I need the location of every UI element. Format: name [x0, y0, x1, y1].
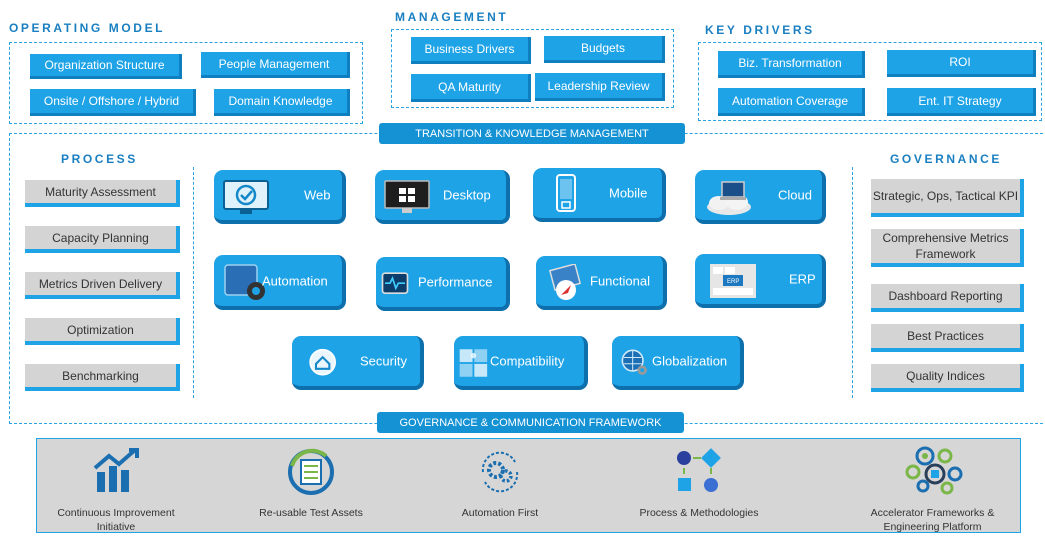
metrics-driven-delivery-box: Metrics Driven Delivery — [25, 272, 180, 299]
reusable-test-assets-label: Re-usable Test Assets — [259, 507, 363, 519]
erp-label: ERP — [789, 271, 816, 287]
cloud-tile: Cloud — [695, 170, 826, 224]
process-methodologies-item: Process & Methodologies — [620, 438, 778, 533]
automation-gear-icon — [224, 264, 265, 300]
accelerator-frameworks-label: Accelerator Frameworks & Engineering Pla… — [870, 507, 995, 533]
roi-box: ROI — [887, 50, 1036, 77]
transition-banner: TRANSITION & KNOWLEDGE MANAGEMENT — [379, 123, 685, 144]
process-title: PROCESS — [61, 152, 138, 166]
budgets-box: Budgets — [544, 36, 665, 63]
mobile-tile: Mobile — [533, 168, 666, 222]
bottom-strip — [36, 438, 1021, 533]
growth-chart-icon — [93, 448, 139, 492]
web-label: Web — [304, 187, 331, 203]
globalization-label: Globalization — [652, 353, 728, 369]
puzzle-pieces-icon — [459, 349, 488, 377]
continuous-improvement-label: Continuous Improvement Initiative — [57, 507, 175, 533]
automation-first-item: Automation First — [425, 438, 575, 533]
security-shield-icon — [309, 348, 336, 376]
compatibility-tile: Compatibility — [454, 336, 588, 390]
management-title: MANAGEMENT — [395, 10, 509, 24]
quality-indices-box: Quality Indices — [871, 364, 1024, 392]
erp-tile: ERP ERP — [695, 254, 826, 308]
governance-divider — [852, 167, 853, 398]
desktop-monitor-icon — [384, 180, 430, 213]
automation-first-label: Automation First — [461, 507, 539, 519]
process-methodologies-label: Process & Methodologies — [639, 507, 759, 519]
automation-coverage-box: Automation Coverage — [718, 88, 865, 116]
functional-tile: Functional — [536, 256, 667, 310]
gear-network-icon — [905, 446, 962, 495]
reuse-checklist-icon — [288, 448, 334, 495]
globalization-tile: Globalization — [612, 336, 744, 390]
security-label: Security — [360, 353, 407, 369]
optimization-box: Optimization — [25, 318, 180, 345]
capacity-planning-box: Capacity Planning — [25, 226, 180, 253]
web-tile: Web — [214, 170, 346, 224]
mobile-label: Mobile — [609, 185, 648, 201]
compass-tool-icon — [548, 264, 582, 300]
key-drivers-frame — [698, 42, 1042, 121]
benchmarking-box: Benchmarking — [25, 364, 180, 391]
maturity-assessment-box: Maturity Assessment — [25, 180, 180, 207]
continuous-improvement-item: Continuous Improvement Initiative — [38, 438, 194, 533]
organization-structure-box: Organization Structure — [30, 54, 182, 79]
operating-model-frame — [9, 42, 363, 124]
key-drivers-title: KEY DRIVERS — [705, 23, 815, 37]
erp-keyboard-icon: ERP — [710, 264, 756, 298]
best-practices-box: Best Practices — [871, 324, 1024, 352]
automation-label: Automation — [262, 273, 328, 288]
strategic-kpi-box: Strategic, Ops, Tactical KPI — [871, 179, 1024, 217]
performance-label: Performance — [418, 274, 493, 290]
performance-monitor-icon — [381, 272, 409, 294]
erp-key-text: ERP — [727, 279, 739, 285]
gears-cycle-icon — [481, 451, 519, 493]
management-frame — [391, 29, 674, 108]
qa-maturity-box: QA Maturity — [411, 74, 531, 102]
dashboard-reporting-box: Dashboard Reporting — [871, 284, 1024, 312]
domain-knowledge-box: Domain Knowledge — [214, 89, 350, 116]
compatibility-label: Compatibility — [490, 353, 565, 369]
governance-title: GOVERNANCE — [890, 152, 1003, 166]
security-tile: Security — [292, 336, 424, 390]
automation-tile: Automation — [214, 255, 346, 310]
accelerator-frameworks-item: Accelerator Frameworks & Engineering Pla… — [850, 438, 1015, 533]
business-drivers-box: Business Drivers — [411, 37, 531, 64]
operating-model-title: OPERATING MODEL — [9, 21, 166, 35]
metrics-framework-box: Comprehensive Metrics Framework — [871, 229, 1024, 267]
performance-tile: Performance — [376, 257, 510, 311]
ent-it-strategy-box: Ent. IT Strategy — [887, 88, 1036, 116]
people-management-box: People Management — [201, 52, 350, 78]
leadership-review-box: Leadership Review — [535, 73, 665, 101]
desktop-tile: Desktop — [375, 170, 510, 224]
cloud-label: Cloud — [778, 187, 812, 203]
mobile-phone-icon — [556, 174, 576, 212]
onsite-offshore-box: Onsite / Offshore / Hybrid — [30, 89, 196, 116]
governance-banner: GOVERNANCE & COMMUNICATION FRAMEWORK — [377, 412, 684, 433]
process-divider — [193, 167, 194, 398]
globe-gear-icon — [621, 349, 647, 375]
biz-transformation-box: Biz. Transformation — [718, 51, 865, 78]
functional-label: Functional — [590, 273, 650, 289]
reusable-test-assets-item: Re-usable Test Assets — [236, 438, 386, 533]
desktop-label: Desktop — [443, 187, 491, 203]
cloud-computer-icon — [707, 181, 751, 215]
process-flow-icon — [677, 448, 721, 492]
monitor-check-icon — [223, 180, 269, 214]
